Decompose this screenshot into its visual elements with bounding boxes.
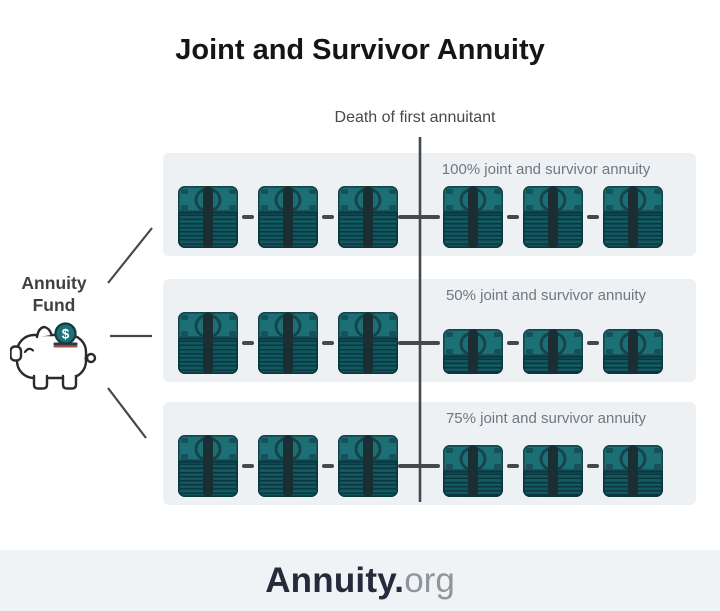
dash xyxy=(507,215,519,219)
money-stack-icon xyxy=(338,186,398,248)
money-stack-icon xyxy=(178,435,238,497)
piggy-bank-icon: $ xyxy=(10,322,97,390)
money-stack-icon xyxy=(443,186,503,248)
pig-eye xyxy=(23,347,35,354)
money-stack-icon xyxy=(178,312,238,374)
dash xyxy=(398,464,440,468)
brand-text: Annuity. xyxy=(265,560,405,600)
death-of-first-annuitant-label: Death of first annuitant xyxy=(334,109,496,126)
row-label-75: 75% joint and survivor annuity xyxy=(445,410,647,427)
dash xyxy=(398,215,440,219)
dash xyxy=(322,215,334,219)
money-stack-icon xyxy=(258,312,318,374)
money-stack-icon xyxy=(603,186,663,248)
money-stack-icon xyxy=(258,186,318,248)
row-75-percent: 75% joint and survivor annuity xyxy=(163,402,696,505)
coin-slot-shadow xyxy=(53,345,78,348)
money-stack-icon xyxy=(603,329,663,374)
money-stack-icon xyxy=(523,445,583,497)
row-50-percent: 50% joint and survivor annuity xyxy=(163,279,696,382)
page-title: Joint and Survivor Annuity xyxy=(175,34,545,66)
row-100-percent: 100% joint and survivor annuity xyxy=(163,153,696,256)
dash xyxy=(587,341,599,345)
connector-line-top xyxy=(107,227,153,284)
coin-icon: $ xyxy=(54,322,77,345)
footer-logo: Annuity.org xyxy=(0,550,720,611)
money-stack-icon xyxy=(603,445,663,497)
money-stack-icon xyxy=(523,329,583,374)
connector-line-bottom xyxy=(107,387,147,439)
annuity-fund-line2: Fund xyxy=(32,295,76,315)
row-label-50: 50% joint and survivor annuity xyxy=(445,287,647,304)
annuity-fund-line1: Annuity xyxy=(21,273,87,293)
dash xyxy=(242,215,254,219)
money-stack-icon xyxy=(523,186,583,248)
money-stack-icon xyxy=(338,435,398,497)
dash xyxy=(398,341,440,345)
dash xyxy=(242,341,254,345)
dash xyxy=(242,464,254,468)
dash xyxy=(322,341,334,345)
money-stack-icon xyxy=(178,186,238,248)
money-stack-icon xyxy=(443,329,503,374)
brand-suffix: org xyxy=(404,560,455,600)
dash xyxy=(322,464,334,468)
dash xyxy=(507,341,519,345)
dash xyxy=(587,464,599,468)
row-label-100: 100% joint and survivor annuity xyxy=(441,161,651,178)
dash xyxy=(587,215,599,219)
annuity-fund-label: Annuity Fund xyxy=(8,272,100,316)
svg-text:$: $ xyxy=(62,326,70,341)
money-stack-icon xyxy=(338,312,398,374)
money-stack-icon xyxy=(258,435,318,497)
money-stack-icon xyxy=(443,445,503,497)
dash xyxy=(507,464,519,468)
